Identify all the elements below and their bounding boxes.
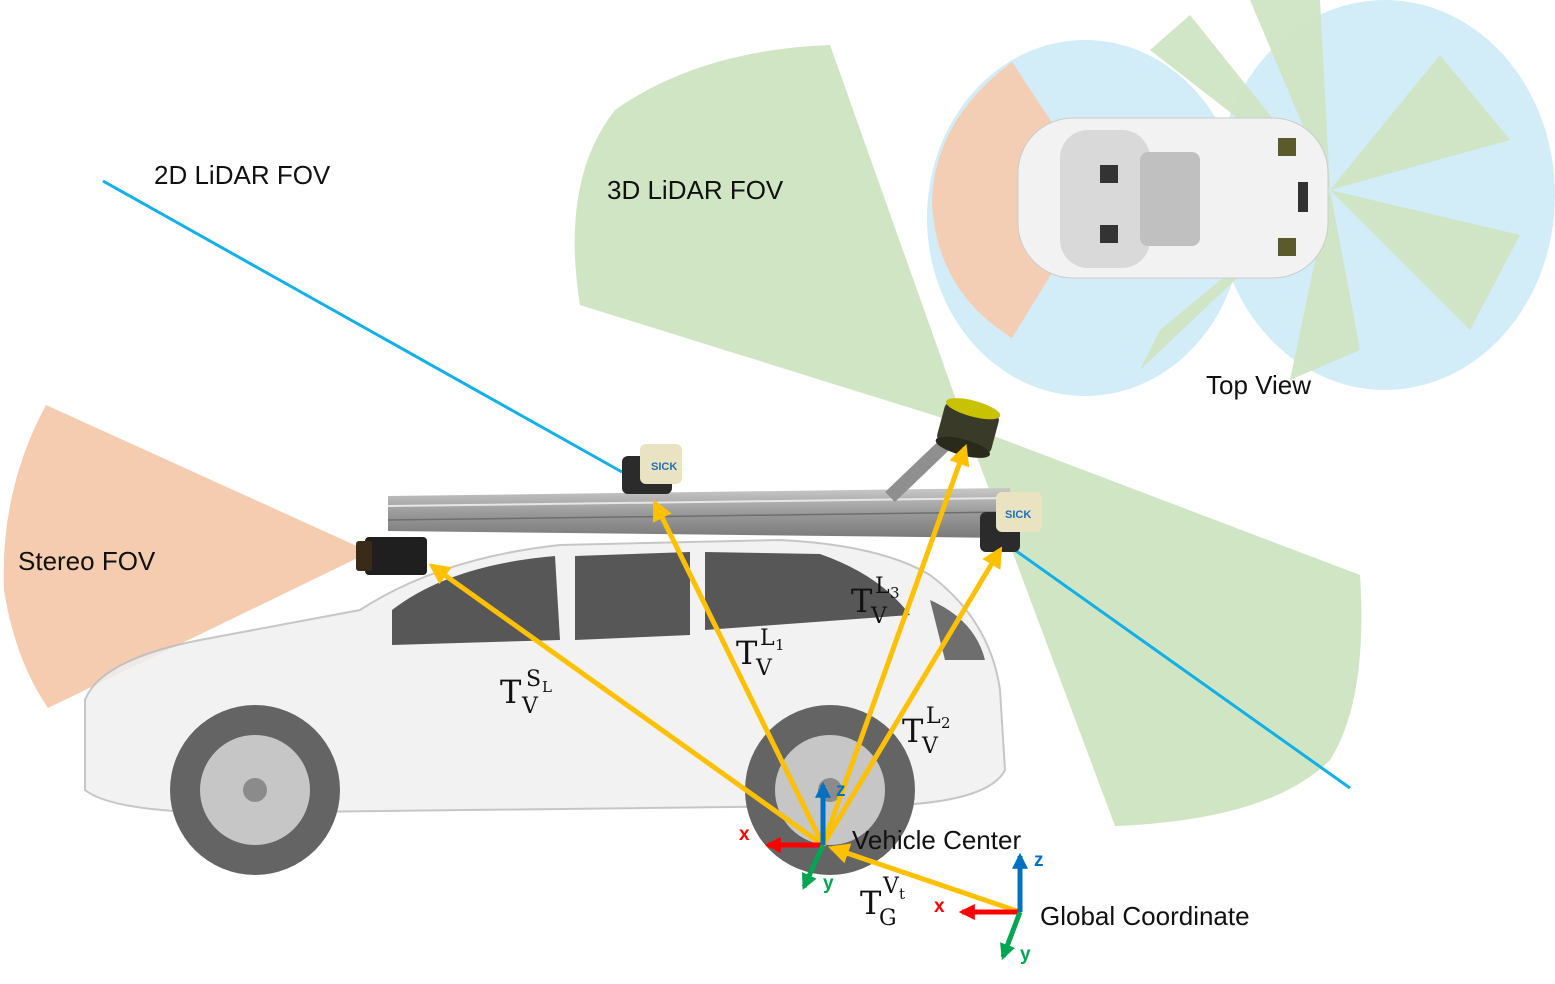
- stereo-fov-label: Stereo FOV: [18, 546, 156, 576]
- top-view-3d-lidar-fov: [1140, 0, 1520, 380]
- arrow-lidar1: [652, 499, 826, 847]
- arrow-global-to-vehicle: [828, 843, 1021, 915]
- svg-text:T: T: [902, 712, 924, 750]
- transform-label-lidar2: T V L 2: [902, 704, 951, 759]
- svg-text:T: T: [500, 673, 522, 711]
- lidar2d-rear-brand: SICK: [1005, 509, 1031, 521]
- svg-text:S: S: [526, 667, 541, 692]
- lidar3d-fov-upper-wedge: [574, 45, 965, 425]
- svg-text:T: T: [736, 634, 758, 672]
- svg-text:L: L: [926, 704, 941, 729]
- lidar2d-fov-label: 2D LiDAR FOV: [154, 160, 331, 190]
- transform-label-lidar3: T V L 3: [851, 574, 900, 629]
- vehicle-axis-x: x: [739, 824, 750, 845]
- vehicle-axis-z: z: [836, 780, 846, 801]
- global-axis-z: z: [1034, 850, 1044, 871]
- global-coordinate-label: Global Coordinate: [1040, 901, 1250, 931]
- global-axes: x z y: [934, 850, 1044, 965]
- svg-text:V: V: [921, 734, 939, 759]
- svg-text:1: 1: [775, 636, 785, 654]
- arrow-stereo: [428, 563, 825, 848]
- lidar2d-fov-line-rear: [1011, 546, 1351, 790]
- transform-arrows: [428, 444, 1021, 915]
- lidar2d-sensor-rear: SICK: [980, 492, 1042, 552]
- svg-text:T: T: [860, 884, 882, 922]
- arrow-lidar2: [820, 546, 1003, 847]
- vehicle-axis-y: y: [823, 873, 834, 894]
- transform-label-global: T G V t: [860, 874, 905, 931]
- top-view-stereo-fov: [932, 62, 1100, 338]
- global-axis-y: y: [1020, 944, 1031, 965]
- svg-text:V: V: [870, 604, 888, 629]
- top-view-inset: Top View: [927, 0, 1555, 400]
- svg-text:L: L: [875, 574, 890, 599]
- svg-text:2: 2: [941, 714, 951, 732]
- vehicle-center-label: Vehicle Center: [852, 825, 1021, 855]
- svg-text:G: G: [879, 906, 897, 931]
- arrow-lidar3: [820, 444, 970, 846]
- lidar2d-sensor-front: SICK: [622, 444, 682, 494]
- svg-text:V: V: [882, 874, 900, 899]
- lidar2d-front-brand: SICK: [651, 461, 677, 473]
- svg-text:V: V: [521, 694, 539, 719]
- svg-text:L: L: [760, 626, 775, 651]
- vehicle-center-axes: x z y: [739, 780, 846, 894]
- stereo-fov-wedge: [3, 405, 371, 708]
- svg-text:V: V: [755, 656, 773, 681]
- svg-text:3: 3: [890, 584, 900, 602]
- svg-text:L: L: [542, 678, 552, 696]
- lidar3d-fov-label: 3D LiDAR FOV: [607, 175, 784, 205]
- transform-label-lidar1: T V L 1: [736, 626, 785, 681]
- stereo-camera: [356, 537, 427, 575]
- lidar2d-fov-line-front: [102, 179, 623, 474]
- top-view-car: [1017, 117, 1329, 279]
- global-axis-x: x: [934, 896, 945, 917]
- transform-label-stereo: T V S L: [500, 667, 552, 719]
- lidar3d-fov-lower-wedge: [965, 425, 1362, 826]
- top-view-label: Top View: [1206, 370, 1311, 400]
- svg-text:t: t: [899, 885, 905, 903]
- svg-text:T: T: [851, 582, 873, 620]
